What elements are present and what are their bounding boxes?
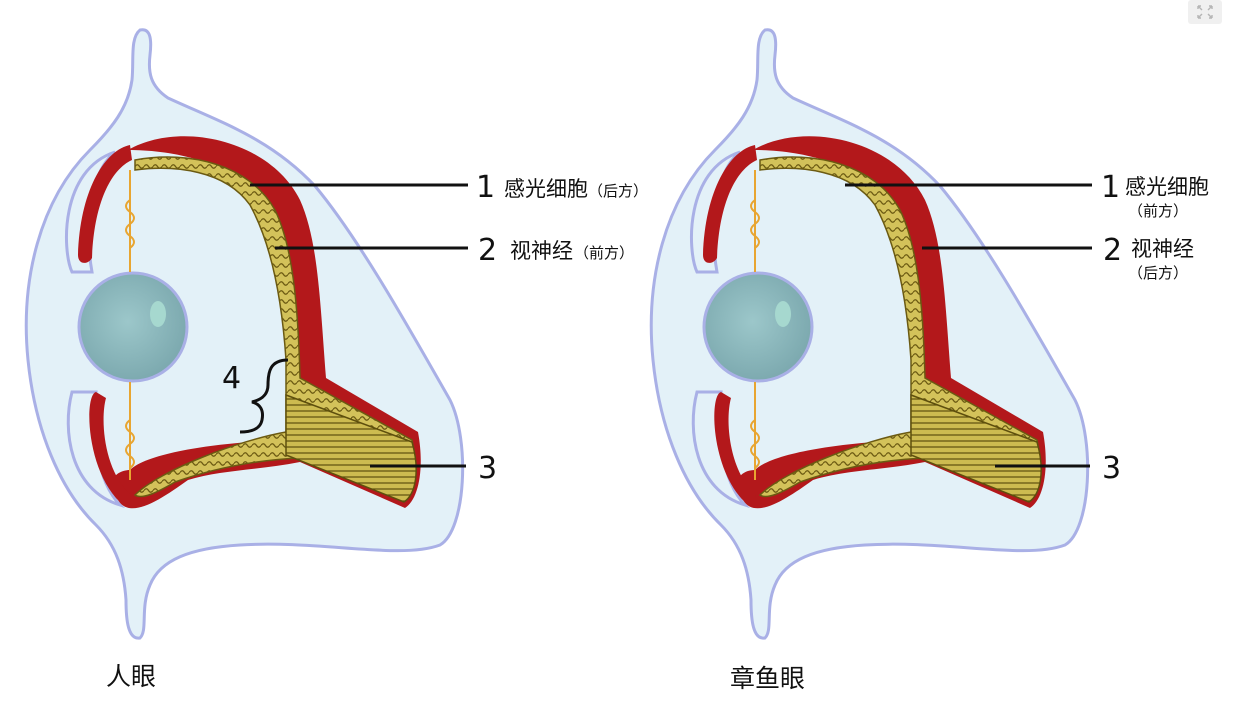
octopus-label-1-number: 1 bbox=[1101, 170, 1120, 205]
expand-icon bbox=[1197, 5, 1213, 19]
fullscreen-button[interactable] bbox=[1188, 0, 1222, 24]
octopus-label-3-number: 3 bbox=[1102, 451, 1121, 486]
octopus-label-2-text: 视神经 bbox=[1131, 237, 1194, 261]
octopus-label-2-number: 2 bbox=[1103, 233, 1122, 268]
blind-spot-brace bbox=[239, 358, 289, 434]
human-label-3-number: 3 bbox=[478, 451, 497, 486]
octopus-label-1-text: 感光细胞 bbox=[1125, 175, 1209, 199]
human-label-4-number: 4 bbox=[222, 361, 241, 396]
octopus-label-1-note: （前方） bbox=[1128, 202, 1188, 220]
human-label-2-text: 视神经 bbox=[510, 239, 573, 263]
human-label-2-note: （前方） bbox=[574, 244, 634, 262]
human-label-1-number: 1 bbox=[476, 170, 495, 205]
human-label-1-text: 感光细胞 bbox=[504, 177, 588, 201]
octopus-eye-caption: 章鱼眼 bbox=[730, 664, 805, 693]
octopus-label-2-note: （后方） bbox=[1128, 264, 1188, 282]
human-label-2-number: 2 bbox=[478, 233, 497, 268]
human-eye-caption: 人眼 bbox=[106, 662, 156, 691]
human-eye-leader-lines bbox=[250, 183, 468, 468]
human-eye-illustration bbox=[24, 28, 465, 640]
human-label-1-note: （后方） bbox=[588, 182, 648, 200]
octopus-eye-leader-lines bbox=[845, 183, 1092, 468]
octopus-eye-illustration bbox=[649, 28, 1090, 640]
